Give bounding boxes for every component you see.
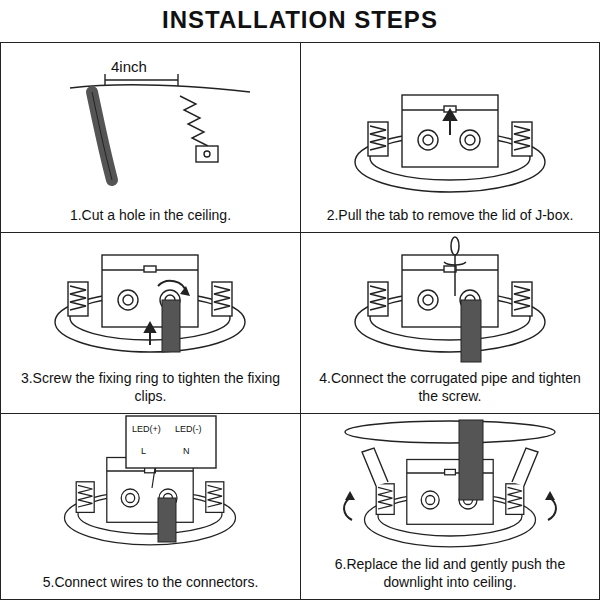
figure-label: LED(-) [174, 424, 203, 434]
figure-label: N [182, 446, 191, 456]
figure-label: LED(+) [131, 424, 162, 434]
downlight-figure [355, 95, 545, 192]
cable-figure [70, 74, 250, 180]
step-panel: 4.Connect the corrugated pipe and tighte… [300, 232, 600, 414]
downlight-figure [65, 416, 236, 545]
figure-label: L [140, 446, 147, 456]
step-caption: 2.Pull the tab to remove the lid of J-bo… [301, 206, 599, 224]
step-panel: 6.Replace the lid and gently push the do… [300, 413, 600, 600]
step-panel: 3.Screw the fixing ring to tighten the f… [0, 232, 301, 414]
step-caption: 6.Replace the lid and gently push the do… [301, 555, 599, 591]
step-panel: 2.Pull the tab to remove the lid of J-bo… [300, 42, 600, 233]
step-panel: 5.Connect wires to the connectors. [0, 413, 301, 600]
step-panel: 1.Cut a hole in the ceiling. [0, 42, 301, 233]
downlight-figure [55, 255, 245, 352]
figure-label: 4inch [110, 58, 148, 75]
downlight-figure [344, 420, 556, 547]
step-caption: 3.Screw the fixing ring to tighten the f… [1, 369, 300, 405]
diagram-title: INSTALLATION STEPS [0, 6, 600, 34]
step-caption: 1.Cut a hole in the ceiling. [1, 206, 300, 224]
step-caption: 4.Connect the corrugated pipe and tighte… [301, 369, 599, 405]
downlight-figure [355, 237, 545, 362]
step-caption: 5.Connect wires to the connectors. [1, 573, 300, 591]
